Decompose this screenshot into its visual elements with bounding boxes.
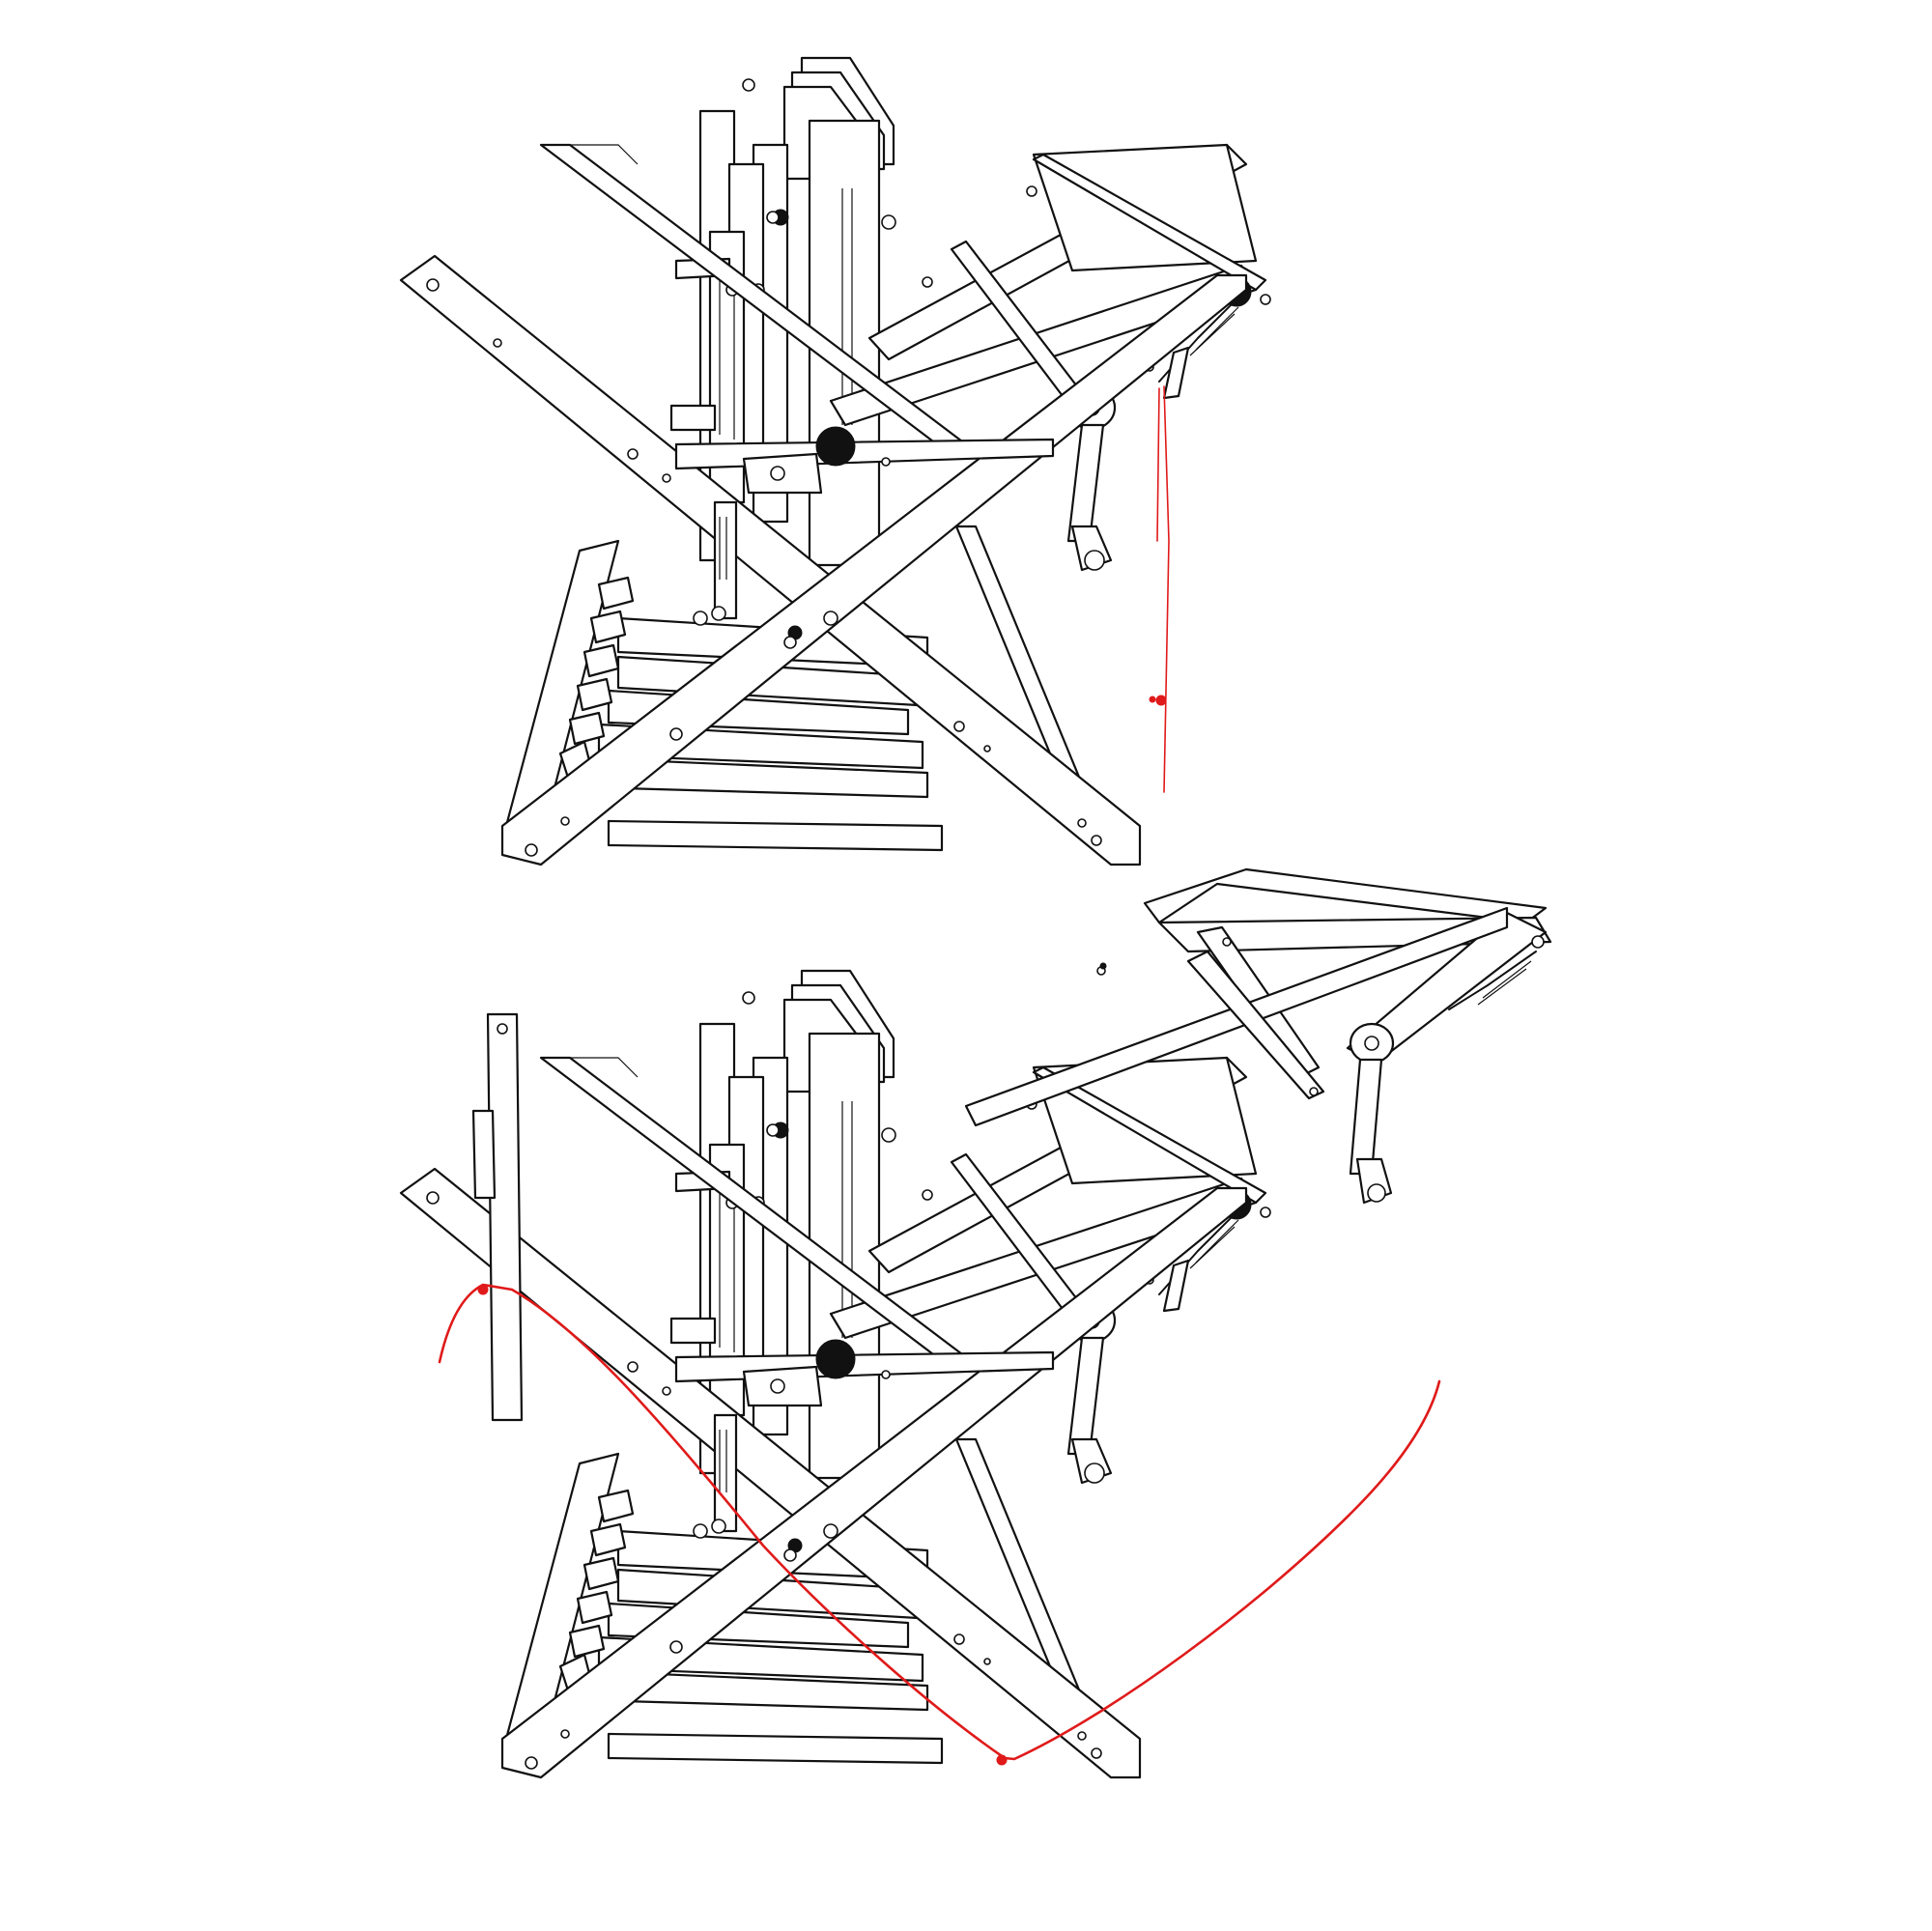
hanging-cord <box>1163 385 1170 793</box>
warp-cord <box>438 1283 1441 1761</box>
cord-knot <box>1155 695 1167 706</box>
front-breast-beam <box>471 1012 524 1422</box>
loom-folded-panel <box>399 56 1272 866</box>
extended-back-frame <box>964 867 1552 1205</box>
loom-unfolded-panel <box>399 867 1552 1779</box>
